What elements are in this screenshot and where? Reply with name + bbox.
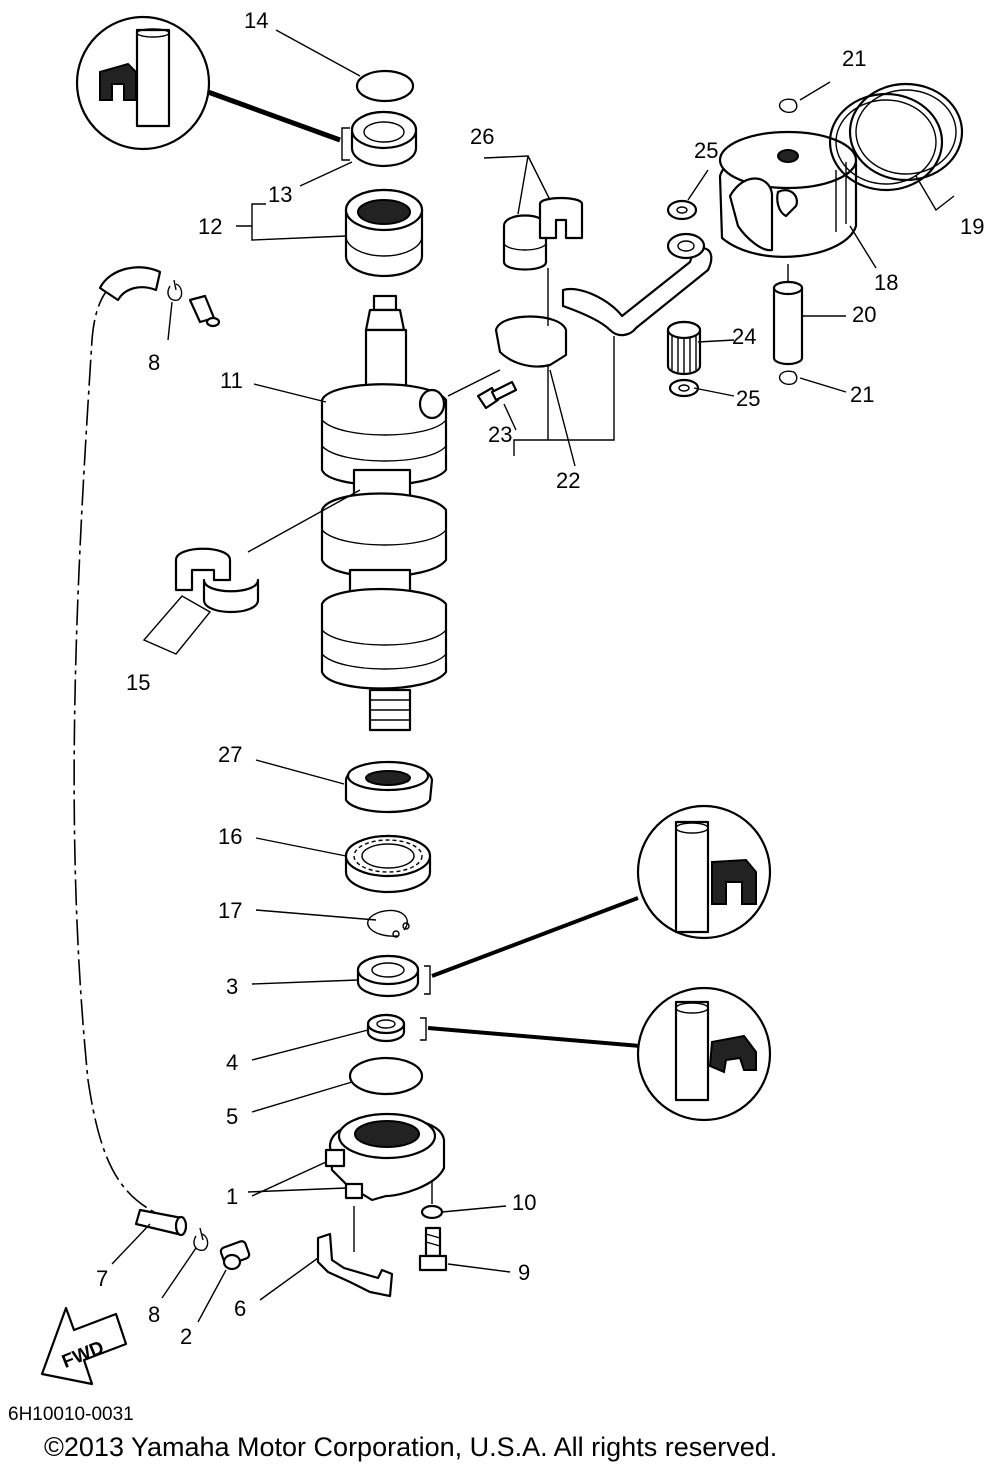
hose-part-7	[73, 266, 188, 1237]
plate-part-6	[316, 1232, 394, 1298]
callout-20: 20	[852, 302, 876, 327]
crankshaft-part-11	[320, 294, 448, 732]
bearing-part-15	[174, 489, 361, 614]
labyrinth-seal-part-27	[344, 760, 434, 814]
bearing-part-26	[502, 196, 584, 326]
hose-joint-part-2	[219, 1240, 251, 1271]
piston-pin-part-20	[772, 264, 804, 366]
callout-5: 5	[226, 1104, 238, 1129]
callout-21-top: 21	[842, 46, 866, 71]
piston-ring-part-19	[828, 82, 964, 212]
washer-part-25-top	[666, 199, 698, 221]
bearing-housing-part-1	[324, 1112, 446, 1252]
oil-seal-part-3	[356, 896, 639, 998]
callout-25-bottom: 25	[736, 386, 760, 411]
callout-21-bottom: 21	[850, 382, 874, 407]
callout-1: 1	[226, 1184, 238, 1209]
callout-19: 19	[960, 214, 984, 239]
bolt-part-9	[418, 1226, 448, 1272]
callout-9: 9	[518, 1260, 530, 1285]
connecting-rod-part-22	[447, 232, 713, 456]
callout-24: 24	[732, 324, 756, 349]
seal-detail-circle-top	[75, 15, 341, 151]
diagram-code: 6H10010-0031	[8, 1404, 134, 1425]
bearing-part-12	[344, 188, 424, 278]
callout-15: 15	[126, 670, 150, 695]
callout-12: 12	[198, 214, 222, 239]
callout-23: 23	[488, 422, 512, 447]
circlip-part-17	[367, 909, 410, 938]
clip-part-8-bottom	[193, 1227, 209, 1251]
callout-25-top: 25	[694, 138, 718, 163]
callout-2: 2	[180, 1324, 192, 1349]
oil-seal-part-13	[341, 110, 418, 168]
callout-14: 14	[244, 8, 268, 33]
piston-part-18	[718, 130, 858, 258]
o-ring-part-14	[355, 69, 415, 103]
callout-22: 22	[556, 468, 580, 493]
oil-seal-part-4	[366, 1013, 641, 1048]
circlip-part-21-top	[778, 98, 798, 114]
callout-11: 11	[220, 368, 243, 393]
callout-8-top: 8	[148, 350, 160, 375]
seal-detail-circle-lower	[636, 986, 772, 1122]
callout-18: 18	[874, 270, 898, 295]
callout-3: 3	[226, 974, 238, 999]
callout-10: 10	[512, 1190, 536, 1215]
callout-labels: 14 13 12 8 11 15 26 23 22 25 24 25 21 21…	[96, 8, 984, 1349]
callout-7: 7	[96, 1266, 108, 1291]
callout-17: 17	[218, 898, 242, 923]
callout-26: 26	[470, 124, 494, 149]
copyright-notice: ©2013 Yamaha Motor Corporation, U.S.A. A…	[44, 1432, 778, 1462]
callout-6: 6	[234, 1296, 246, 1321]
circlip-part-21-bottom	[778, 370, 798, 386]
callout-16: 16	[218, 824, 242, 849]
callout-8-bottom: 8	[148, 1302, 160, 1327]
washer-part-10	[420, 1180, 444, 1220]
clip-part-8-top	[167, 279, 183, 301]
callout-27: 27	[218, 742, 242, 767]
callout-4: 4	[226, 1050, 238, 1075]
ball-bearing-part-16	[344, 834, 432, 894]
bolt-part-23	[476, 380, 518, 410]
hose-nipple-top	[188, 294, 221, 328]
needle-bearing-part-24	[666, 320, 702, 376]
callout-13: 13	[268, 182, 292, 207]
leader-lines	[111, 29, 877, 1323]
washer-part-25-bottom	[668, 378, 700, 398]
forward-arrow-icon: FWD	[40, 1306, 128, 1386]
seal-detail-circle-middle	[636, 804, 772, 940]
o-ring-part-5	[348, 1056, 424, 1096]
